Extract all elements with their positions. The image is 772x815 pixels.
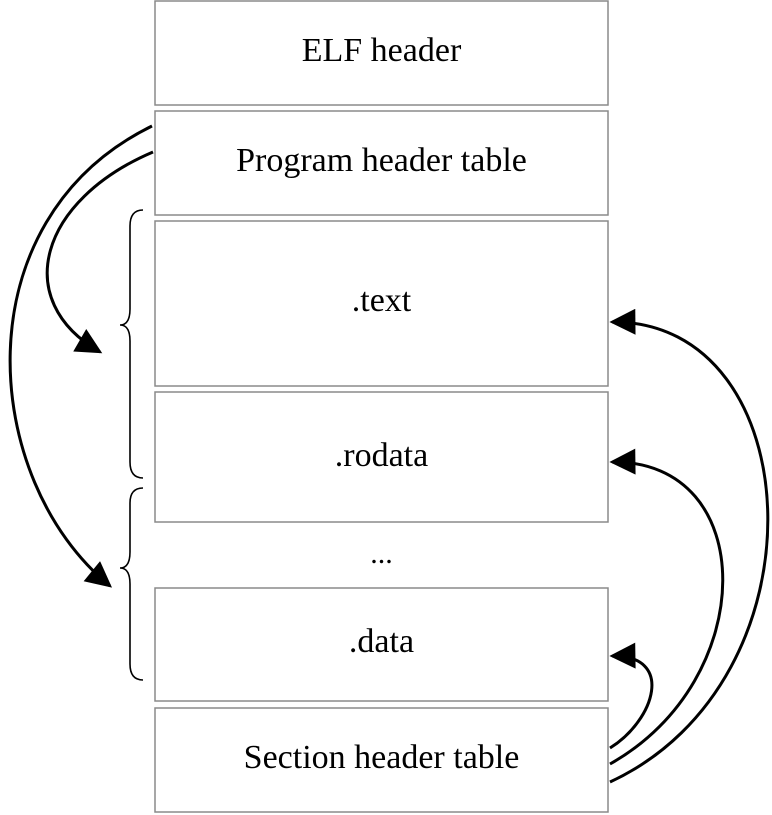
ellipsis-gap: ... [370, 537, 393, 570]
segment-brace-1 [119, 209, 144, 479]
box-section-header-table: Section header table [154, 707, 609, 813]
arrow-shdr-to-rodata [609, 448, 725, 766]
segment-brace-2 [119, 487, 144, 681]
text-section-label: .text [352, 282, 412, 319]
program-header-table-label: Program header table [236, 142, 527, 179]
box-rodata-section: .rodata [154, 391, 609, 523]
section-header-table-label: Section header table [244, 739, 520, 776]
box-data-section: .data [154, 587, 609, 702]
box-text-section: .text [154, 220, 609, 387]
box-program-header-table: Program header table [154, 110, 609, 216]
arrow-phdr-to-segment-1 [45, 150, 154, 354]
box-elf-header: ELF header [154, 0, 609, 106]
arrow-shdr-to-data [609, 642, 654, 750]
arrow-phdr-to-segment-2 [8, 124, 153, 588]
arrow-shdr-to-text [609, 308, 770, 784]
elf-header-label: ELF header [302, 32, 462, 69]
data-section-label: .data [349, 623, 414, 660]
rodata-section-label: .rodata [335, 437, 428, 474]
